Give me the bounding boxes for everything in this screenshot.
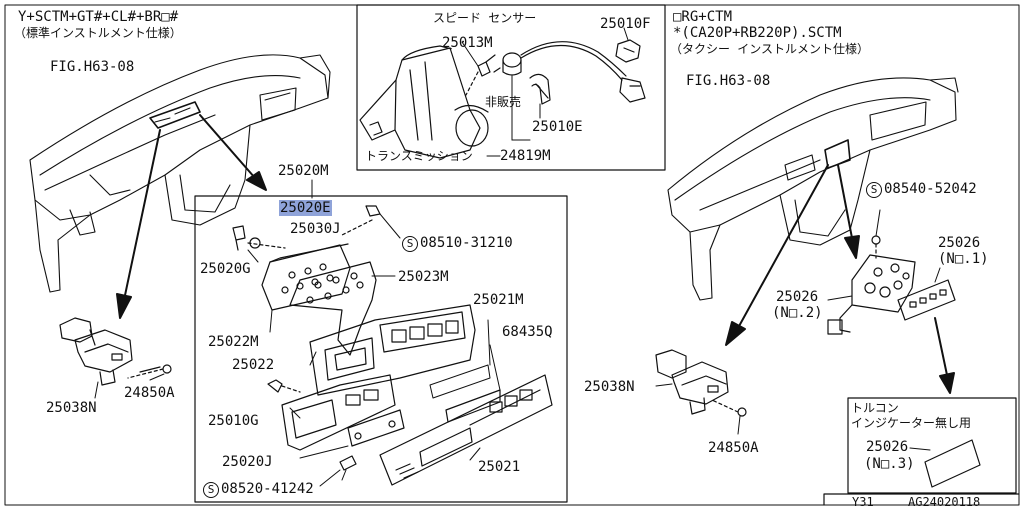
label-25020E: 25020E: [279, 200, 332, 216]
label-25038N-right: 25038N: [584, 379, 635, 395]
switch-cluster-no2: [827, 209, 916, 335]
label-25013M: 25013M: [442, 35, 493, 51]
plate-no3: [909, 439, 981, 488]
speed-sensor-title: スピード センサー: [433, 11, 537, 25]
torque-note-line2: インジケーター無し用: [851, 416, 972, 430]
label-25020G: 25020G: [200, 261, 251, 277]
torque-note-box: [847, 397, 1017, 494]
label-no2: (N□.2): [772, 305, 823, 321]
left-arrows: [116, 114, 267, 319]
label-25010G: 25010G: [208, 413, 259, 429]
label-24850A-left: 24850A: [124, 385, 175, 401]
screw-symbol: S: [402, 236, 418, 252]
label-25010E: 25010E: [532, 119, 583, 135]
label-25021M: 25021M: [473, 292, 524, 308]
label-08520-41242: 08520-41242: [221, 481, 314, 497]
label-24850A-right: 24850A: [708, 440, 759, 456]
meter-exploded-box: [194, 195, 568, 503]
fig-right-label: FIG.H63-08: [686, 73, 771, 89]
label-25026-no3: 25026: [866, 439, 909, 455]
label-25020M: 25020M: [278, 163, 329, 179]
label-08510-31210: 08510-31210: [420, 235, 513, 251]
label-25026-no2: 25026: [776, 289, 819, 305]
footer-code2: AG24020118: [908, 495, 981, 509]
label-25021: 25021: [478, 459, 521, 475]
left-dashboard: [29, 54, 331, 293]
right-dashboard: [667, 77, 959, 301]
label-24819M: 24819M: [500, 148, 551, 164]
not-for-sale-label: 非販売: [485, 95, 522, 109]
meter-exploded-drawing: [232, 179, 553, 487]
screw-symbol: S: [203, 482, 219, 498]
right-header-line3: （タクシー インストルメント仕様）: [670, 42, 869, 56]
left-header-line2: （標準インストルメント仕様）: [14, 26, 182, 40]
speed-sensor-inset-box: [356, 4, 666, 171]
torque-note-line1: トルコン: [851, 401, 899, 415]
label-25020E-wrap: 25020E: [279, 200, 332, 216]
label-25022: 25022: [232, 357, 275, 373]
right-switch-assembly: [655, 349, 747, 435]
right-arrows: [725, 164, 955, 394]
label-25023M: 25023M: [398, 269, 449, 285]
plate-no1: [897, 267, 956, 321]
label-no3: (N□.3): [864, 456, 915, 472]
label-68435Q: 68435Q: [502, 324, 553, 340]
label-08540-52042: 08540-52042: [884, 181, 977, 197]
speed-sensor-drawing: [359, 27, 646, 159]
label-no1: (N□.1): [938, 251, 989, 267]
label-25038N-left: 25038N: [46, 400, 97, 416]
label-25022M: 25022M: [208, 334, 259, 350]
label-25030J: 25030J: [290, 221, 341, 237]
right-header-line2: *(CA20P+RB220P).SCTM: [673, 25, 842, 41]
label-25010F: 25010F: [600, 16, 651, 32]
footer-code1: Y31: [852, 495, 874, 509]
footer-box: [823, 493, 1020, 506]
left-switch-assembly: [59, 317, 172, 386]
label-25020J: 25020J: [222, 454, 273, 470]
transmission-label: トランスミッション: [365, 149, 473, 163]
screw-symbol: S: [866, 182, 882, 198]
left-header-line1: Y+SCTM+GT#+CL#+BR□#: [18, 9, 179, 25]
fig-left-label: FIG.H63-08: [50, 59, 135, 75]
label-25026-no1: 25026: [938, 235, 981, 251]
right-header-line1: □RG+CTM: [673, 9, 733, 25]
